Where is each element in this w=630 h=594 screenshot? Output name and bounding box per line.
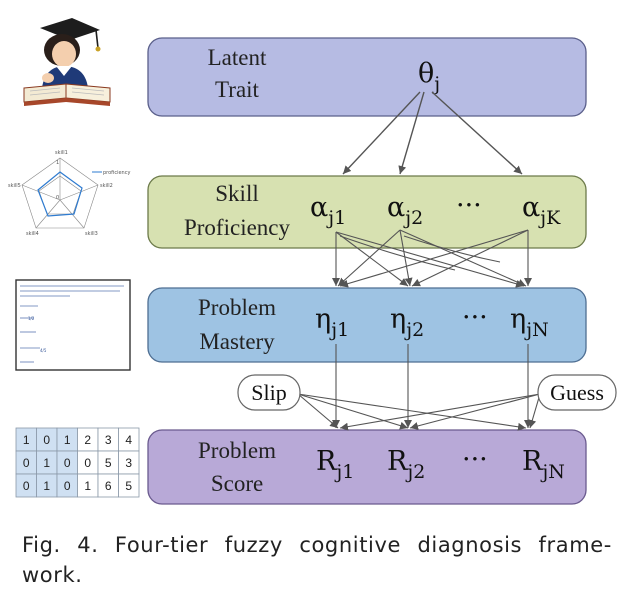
alpha-1-symbol: αj1 xyxy=(310,192,346,229)
grid-cell-value: 1 xyxy=(84,479,91,493)
guess-pill: Guess xyxy=(537,374,617,411)
grid-cell-value: 5 xyxy=(125,479,132,493)
tier-label-line1: Skill xyxy=(215,181,258,206)
tier-label-line1: Problem xyxy=(198,438,276,463)
tier-latent-trait: Latent Trait θj xyxy=(147,37,587,117)
tier-label-line2: Proficiency xyxy=(184,215,291,240)
arrow xyxy=(431,91,523,175)
axis-skill1: skill1 xyxy=(55,150,68,156)
r-n-symbol: RjN xyxy=(522,446,565,483)
figure-caption: Fig. 4. Four-tier fuzzy cognitive diagno… xyxy=(22,533,612,587)
svg-text:4/5: 4/5 xyxy=(40,348,47,353)
grid-cell-value: 1 xyxy=(43,456,50,470)
grid-cell-value: 4 xyxy=(125,433,132,447)
ellipsis: ··· xyxy=(462,302,488,333)
axis-skill3: skill3 xyxy=(85,231,98,237)
proficiency-series xyxy=(37,171,83,217)
grid-cell-value: 0 xyxy=(23,479,30,493)
tier-problem-mastery: Problem Mastery ηj1 ηj2 ··· ηjN xyxy=(147,287,587,363)
grid-cell xyxy=(118,473,140,498)
guess-label: Guess xyxy=(550,380,604,405)
grid-cell-value: 0 xyxy=(23,456,30,470)
ring-label: 0 xyxy=(56,195,59,201)
grid-cell-value: 3 xyxy=(105,433,112,447)
axis-skill4: skill4 xyxy=(26,231,39,237)
radar-legend: proficiency xyxy=(103,170,130,176)
grid-cell-value: 1 xyxy=(43,479,50,493)
eta-n-symbol: ηjN xyxy=(510,304,549,341)
problem-document-thumbnail: 1/2 4/5 xyxy=(15,279,131,371)
arrow xyxy=(398,91,425,175)
grid-cell-value: 0 xyxy=(43,433,50,447)
ellipsis: ··· xyxy=(462,444,488,475)
grid-cell-value: 5 xyxy=(105,456,112,470)
axis-skill2: skill2 xyxy=(100,183,113,189)
grid-cell-value: 6 xyxy=(105,479,112,493)
grid-cell-value: 1 xyxy=(64,433,71,447)
ring-label: 1 xyxy=(56,160,59,166)
grid-cell-value: 0 xyxy=(64,456,71,470)
slip-label: Slip xyxy=(251,380,286,405)
alpha-to-eta-arrows xyxy=(332,229,532,288)
alpha-k-symbol: αjK xyxy=(522,192,561,229)
tier-problem-score: Problem Score Rj1 Rj2 ··· RjN xyxy=(147,429,587,505)
grid-cell-value: 3 xyxy=(125,456,132,470)
theta-symbol: θj xyxy=(418,58,440,95)
slip-pill: Slip xyxy=(237,374,301,411)
grid-cell-value: 1 xyxy=(23,433,30,447)
theta-to-alpha-arrows xyxy=(342,91,523,175)
eta-1-symbol: ηj1 xyxy=(315,304,349,341)
r-2-symbol: Rj2 xyxy=(387,446,425,483)
grid-cell-value: 0 xyxy=(64,479,71,493)
tier-skill-proficiency: Skill Proficiency αj1 αj2 ··· αjK xyxy=(147,175,587,249)
tier-label-line2: Score xyxy=(211,471,263,496)
eta-to-score-arrows xyxy=(297,344,541,431)
tier-label-line2: Mastery xyxy=(199,329,275,354)
grid-cell-value: 0 xyxy=(84,456,91,470)
tier-label-line2: Trait xyxy=(215,77,259,102)
axis-skill5: skill5 xyxy=(8,183,21,189)
alpha-2-symbol: αj2 xyxy=(387,192,423,229)
ellipsis: ··· xyxy=(456,190,482,221)
grid-cell-value: 2 xyxy=(84,433,91,447)
radar-chart-thumbnail: proficiency skill1 skill2 skill3 skill4 … xyxy=(8,150,130,237)
tier-label-line1: Problem xyxy=(198,295,276,320)
framework-diagram: Latent Trait θj Skill Proficiency αj1 αj… xyxy=(8,18,617,505)
eta-2-symbol: ηj2 xyxy=(390,304,424,341)
tier-label-line1: Latent xyxy=(208,45,267,70)
student-reading-illustration xyxy=(23,18,111,106)
r-1-symbol: Rj1 xyxy=(316,446,354,483)
svg-text:1/2: 1/2 xyxy=(28,316,35,321)
arrow xyxy=(342,91,421,175)
